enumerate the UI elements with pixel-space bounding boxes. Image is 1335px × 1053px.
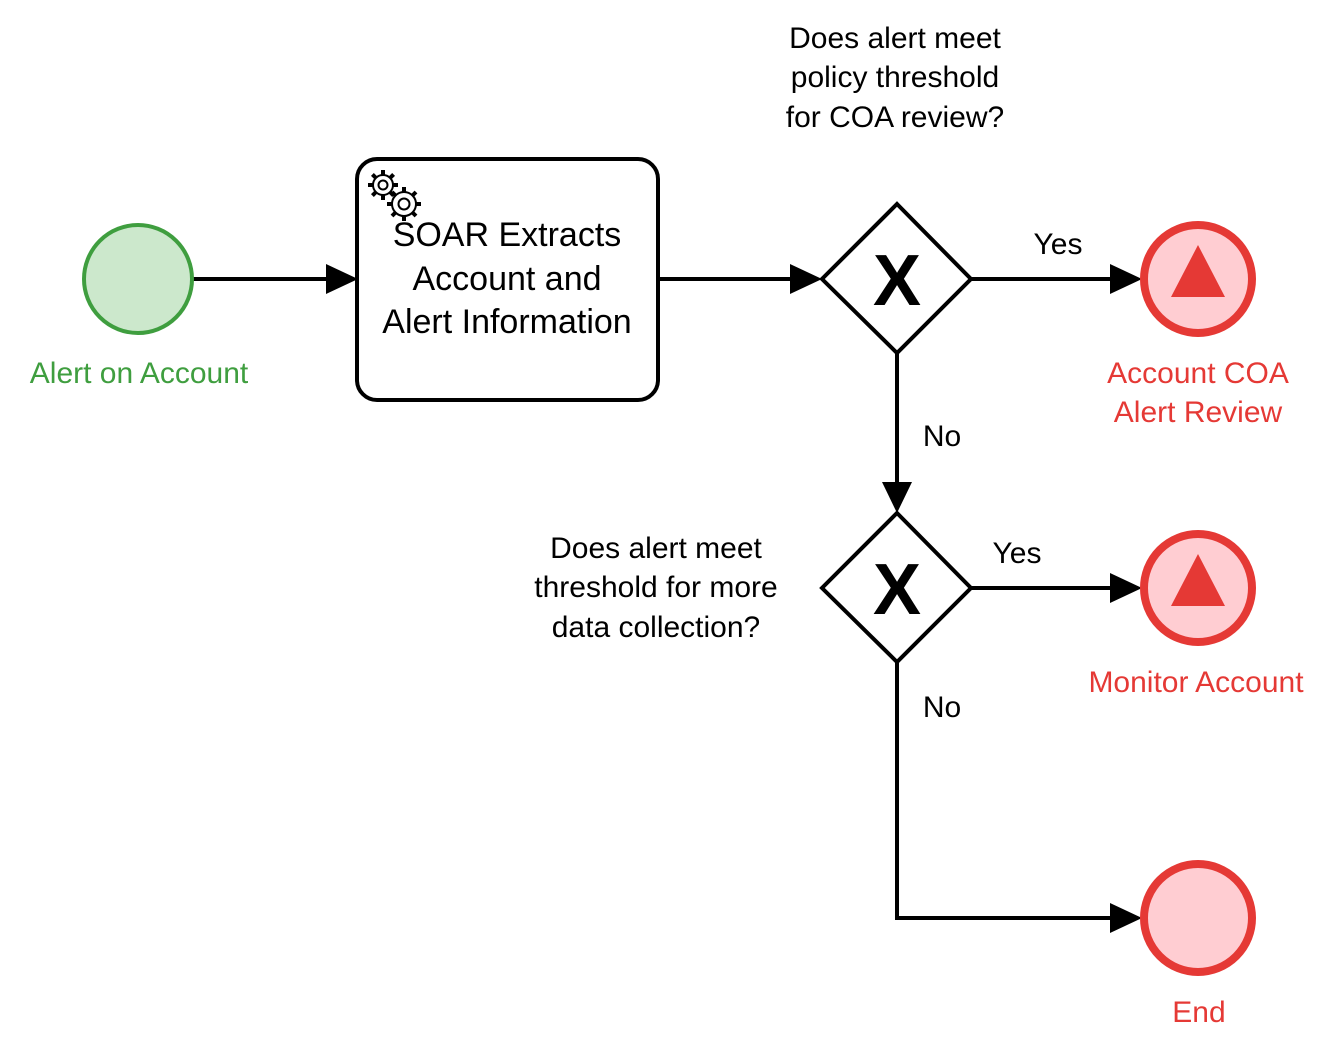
gateway1-no-label: No — [923, 420, 961, 453]
flow-gateway1-yes-arrow — [1110, 264, 1142, 294]
escalation-icon — [1171, 245, 1225, 297]
end-event-end-label: End — [1172, 996, 1225, 1029]
sequence-flows — [193, 264, 1142, 933]
escalation-icon — [1171, 554, 1225, 606]
end-event-coa-label-line-2: Alert Review — [1114, 396, 1283, 429]
gateway2-yes-label: Yes — [993, 537, 1042, 570]
end-event-monitor-label: Monitor Account — [1088, 666, 1304, 699]
gateway1-question-line-3: for COA review? — [786, 101, 1004, 134]
flow-start-to-task-arrow — [326, 264, 358, 294]
task-label-line-2: Account and — [412, 260, 601, 298]
flow-gateway1-no-arrow — [882, 482, 912, 513]
gateway1-question-line-1: Does alert meet — [789, 22, 1001, 55]
flow-gateway2-yes-arrow — [1110, 573, 1142, 603]
flow-gateway2-no-arrow — [1110, 903, 1142, 933]
start-event-label: Alert on Account — [30, 357, 249, 390]
start-event[interactable] — [82, 223, 194, 335]
end-event-coa-label-line-1: Account COA — [1107, 357, 1289, 390]
gateway2-question-line-3: data collection? — [552, 611, 760, 644]
gears-icon — [368, 170, 421, 221]
gateway-policy-threshold[interactable] — [819, 201, 974, 356]
task-label-line-3: Alert Information — [382, 303, 631, 341]
gateway1-yes-label: Yes — [1034, 228, 1083, 261]
end-event-end[interactable] — [1140, 860, 1256, 976]
gateway-data-collection[interactable] — [819, 510, 974, 665]
gateway2-no-label: No — [923, 691, 961, 724]
flow-task-to-gateway1-arrow — [790, 264, 822, 294]
flow-gateway2-no — [895, 662, 1112, 920]
task-label-line-1: SOAR Extracts — [393, 216, 622, 254]
gateway1-question-line-2: policy threshold — [791, 61, 999, 94]
gateway2-x-mark: X — [873, 550, 921, 630]
gateway1-x-mark: X — [873, 241, 921, 321]
task-soar-extracts[interactable] — [355, 157, 660, 402]
gateway2-question-line-1: Does alert meet — [550, 532, 762, 565]
gateway2-question-line-2: threshold for more — [534, 571, 777, 604]
